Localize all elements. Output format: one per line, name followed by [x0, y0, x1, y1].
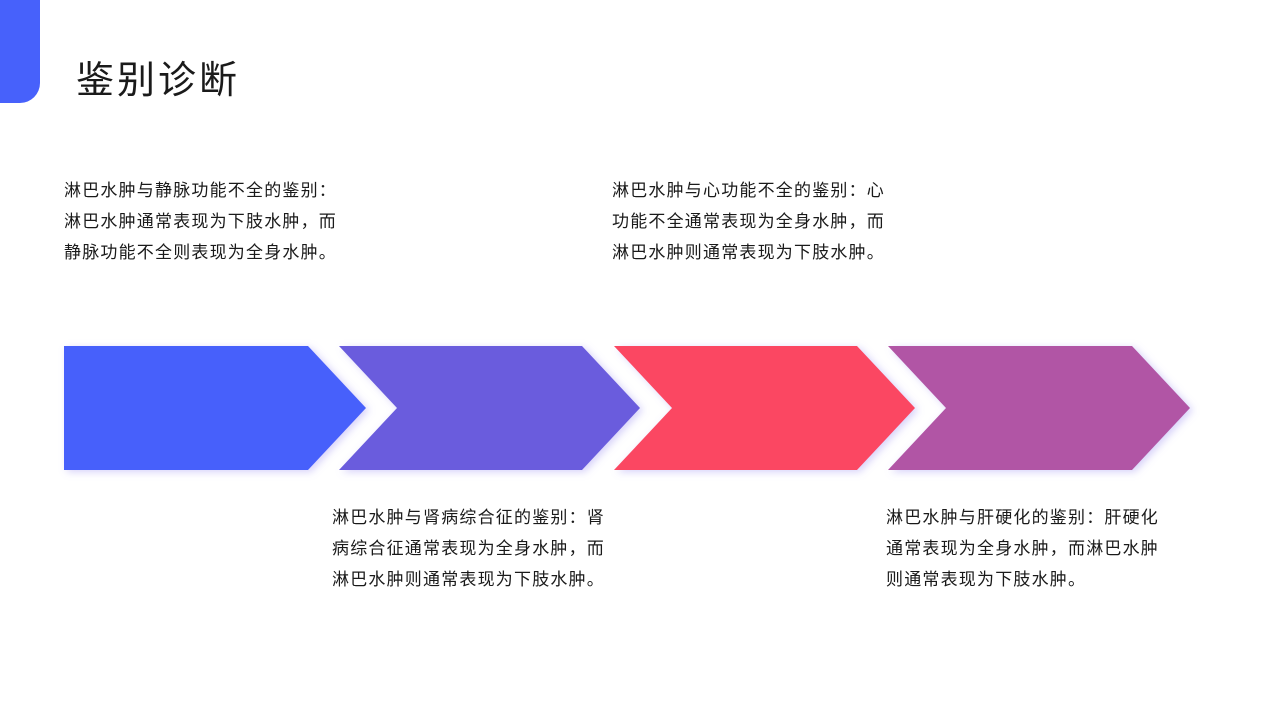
text-line: 通常表现为全身水肿，而淋巴水肿: [886, 539, 1159, 559]
chevron-step-2: [339, 346, 640, 470]
text-block-4: 淋巴水肿与肝硬化的鉴别：肝硬化 通常表现为全身水肿，而淋巴水肿 则通常表现为下肢…: [886, 503, 1159, 596]
chevron-step-1: [64, 346, 366, 470]
text-line: 功能不全通常表现为全身水肿，而: [612, 212, 885, 232]
text-line: 淋巴水肿则通常表现为下肢水肿。: [332, 570, 605, 590]
chevron-step-4: [888, 346, 1190, 470]
text-line: 淋巴水肿则通常表现为下肢水肿。: [612, 243, 885, 263]
chevron-step-3: [614, 346, 915, 470]
text-line: 淋巴水肿与静脉功能不全的鉴别：: [64, 181, 337, 201]
corner-accent: [0, 0, 40, 103]
text-line: 淋巴水肿与肾病综合征的鉴别：肾: [332, 508, 605, 528]
text-block-1: 淋巴水肿与静脉功能不全的鉴别： 淋巴水肿通常表现为下肢水肿，而 静脉功能不全则表…: [64, 176, 337, 269]
text-block-3: 淋巴水肿与心功能不全的鉴别：心 功能不全通常表现为全身水肿，而 淋巴水肿则通常表…: [612, 176, 885, 269]
text-block-2: 淋巴水肿与肾病综合征的鉴别：肾 病综合征通常表现为全身水肿，而 淋巴水肿则通常表…: [332, 503, 605, 596]
text-line: 淋巴水肿与肝硬化的鉴别：肝硬化: [886, 508, 1159, 528]
text-line: 静脉功能不全则表现为全身水肿。: [64, 243, 337, 263]
page-title: 鉴别诊断: [76, 58, 241, 102]
text-line: 则通常表现为下肢水肿。: [886, 570, 1087, 590]
text-line: 病综合征通常表现为全身水肿，而: [332, 539, 605, 559]
text-line: 淋巴水肿与心功能不全的鉴别：心: [612, 181, 885, 201]
text-line: 淋巴水肿通常表现为下肢水肿，而: [64, 212, 337, 232]
